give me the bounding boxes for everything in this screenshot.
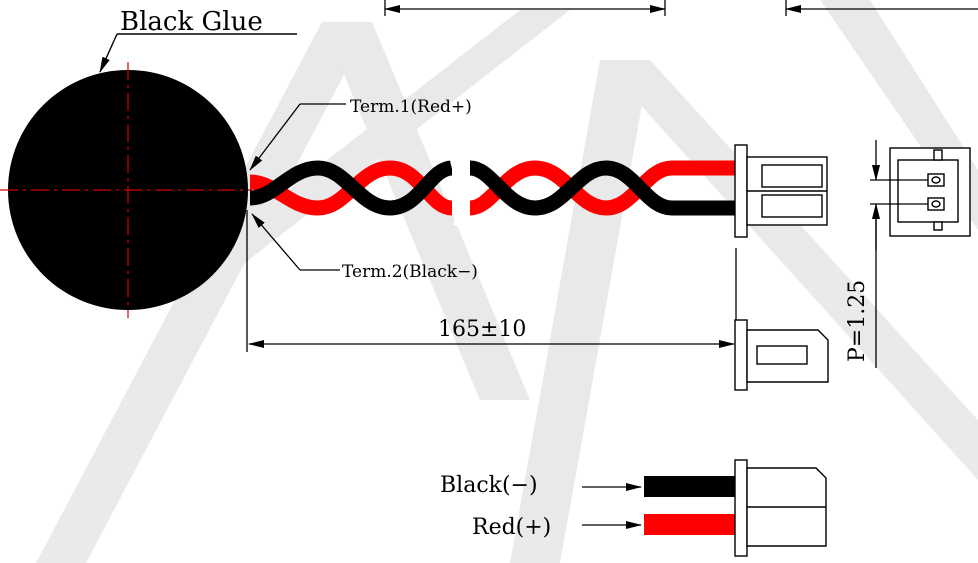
connector-top-view (734, 319, 829, 391)
twisted-wire-pair (249, 149, 738, 228)
term1-label: Term.1(Red+) (350, 97, 472, 117)
pitch-dimension (870, 140, 928, 368)
term2-callout: Term.2(Black−) (251, 213, 478, 282)
black-glue-label: Black Glue (120, 7, 263, 37)
black-wire (249, 160, 738, 216)
wire-legend: Black(−) Red(+) (440, 473, 740, 540)
connector-front-view (889, 147, 971, 237)
legend-black-label: Black(−) (440, 473, 538, 498)
term1-callout: Term.1(Red+) (249, 97, 472, 171)
buzzer-disc (0, 62, 252, 318)
legend-red-label: Red(+) (472, 515, 551, 540)
legend-connector (734, 459, 827, 557)
black-glue-callout: Black Glue (99, 7, 297, 73)
connector-side-view (734, 144, 828, 238)
pitch-label: P=1.25 (845, 280, 870, 362)
term2-label: Term.2(Black−) (342, 262, 478, 282)
length-label: 165±10 (438, 317, 526, 342)
top-dimension-lines (384, 0, 978, 16)
